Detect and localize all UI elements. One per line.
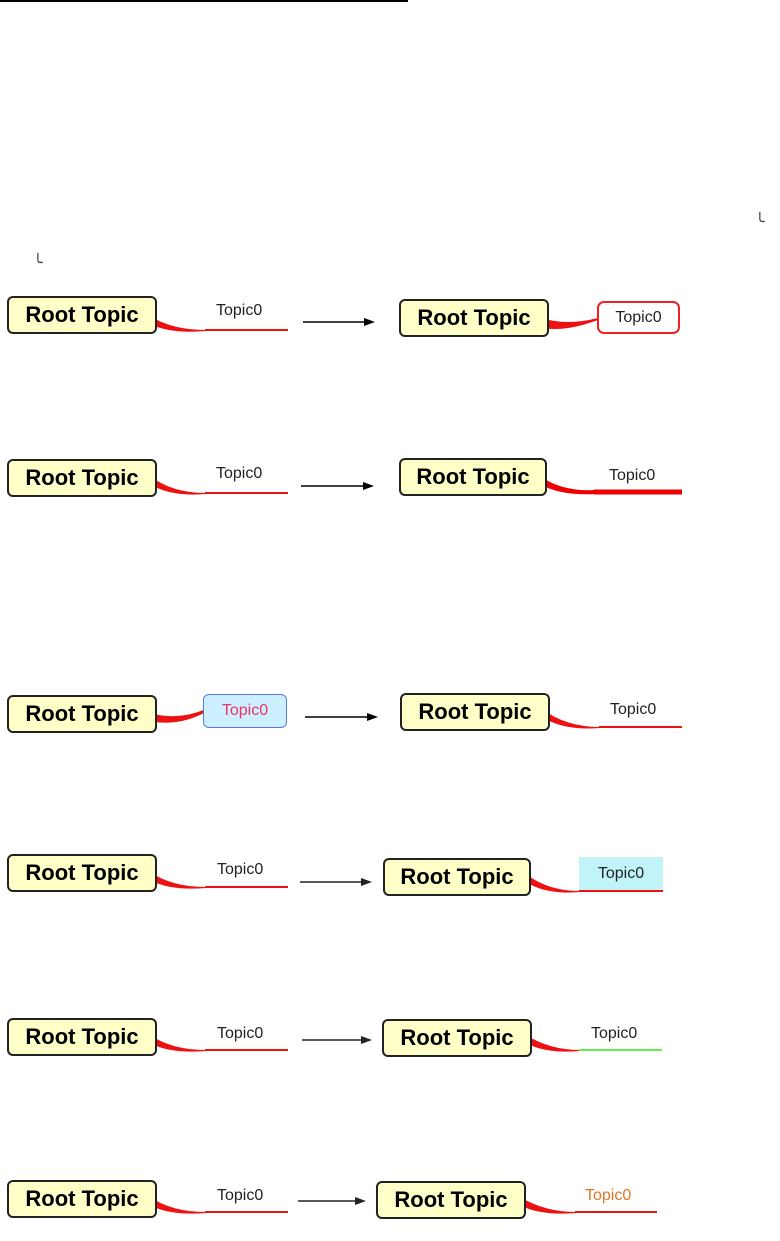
example-row-3: Root Topic Topic0 Root Topic Topic0 xyxy=(0,675,780,755)
transform-arrow xyxy=(300,878,372,886)
root-topic-right[interactable]: Root Topic xyxy=(383,858,531,896)
topic-label-left[interactable]: Topic0 xyxy=(217,1025,264,1042)
transform-arrow xyxy=(303,318,375,326)
connector-right xyxy=(520,1197,657,1214)
topic-label-left[interactable]: Topic0 xyxy=(217,1187,264,1204)
root-topic-left[interactable]: Root Topic xyxy=(7,296,157,334)
hook-mark-icon: ╰ xyxy=(33,253,43,272)
root-topic-right[interactable]: Root Topic xyxy=(400,693,550,731)
topic-label-left[interactable]: Topic0 xyxy=(217,861,264,878)
example-row-5: Root Topic Topic0 Root Topic Topic0 xyxy=(0,999,780,1079)
connector-left xyxy=(150,316,288,332)
root-topic-left[interactable]: Root Topic xyxy=(7,459,157,497)
connector-left xyxy=(150,872,288,889)
connector-right xyxy=(540,476,682,495)
topic-label-right[interactable]: Topic0 xyxy=(610,701,657,718)
connector-left xyxy=(150,1197,288,1214)
connector-right xyxy=(542,709,682,729)
root-topic-left[interactable]: Root Topic xyxy=(7,1180,157,1218)
connector-left xyxy=(150,476,288,495)
topic-label-right[interactable]: Topic0 xyxy=(609,467,656,484)
connector-right xyxy=(526,874,663,893)
root-topic-left[interactable]: Root Topic xyxy=(7,695,157,733)
transform-arrow xyxy=(305,713,378,721)
topic-box-right[interactable]: Topic0 xyxy=(579,857,663,890)
topic-label-left[interactable]: Topic0 xyxy=(216,302,263,319)
root-topic-right[interactable]: Root Topic xyxy=(382,1019,532,1057)
root-topic-right[interactable]: Root Topic xyxy=(399,299,549,337)
connector-right xyxy=(542,318,598,329)
example-row-2: Root Topic Topic0 Root Topic Topic0 xyxy=(0,440,780,520)
connector-right xyxy=(526,1035,662,1052)
corner-mark-icon: ╰ xyxy=(755,212,765,231)
example-row-1: Root Topic Topic0 Root Topic Topic0 xyxy=(0,280,780,360)
topic-label-right[interactable]: Topic0 xyxy=(585,1187,632,1204)
top-rule xyxy=(0,0,408,2)
root-topic-left[interactable]: Root Topic xyxy=(7,1018,157,1056)
example-row-6: Root Topic Topic0 Root Topic Topic0 xyxy=(0,1161,780,1241)
topic-label-right[interactable]: Topic0 xyxy=(591,1025,638,1042)
topic-box-right[interactable]: Topic0 xyxy=(597,301,680,334)
transform-arrow xyxy=(302,1036,372,1044)
root-topic-right[interactable]: Root Topic xyxy=(376,1181,526,1219)
topic-box-left[interactable]: Topic0 xyxy=(203,694,287,728)
root-topic-right[interactable]: Root Topic xyxy=(399,458,547,496)
connector-left xyxy=(150,1035,288,1052)
connector-left xyxy=(150,709,206,723)
transform-arrow xyxy=(301,482,374,490)
example-row-4: Root Topic Topic0 Root Topic Topic0 xyxy=(0,836,780,916)
topic-label-left[interactable]: Topic0 xyxy=(216,465,263,482)
root-topic-left[interactable]: Root Topic xyxy=(7,854,157,892)
transform-arrow xyxy=(298,1197,366,1205)
